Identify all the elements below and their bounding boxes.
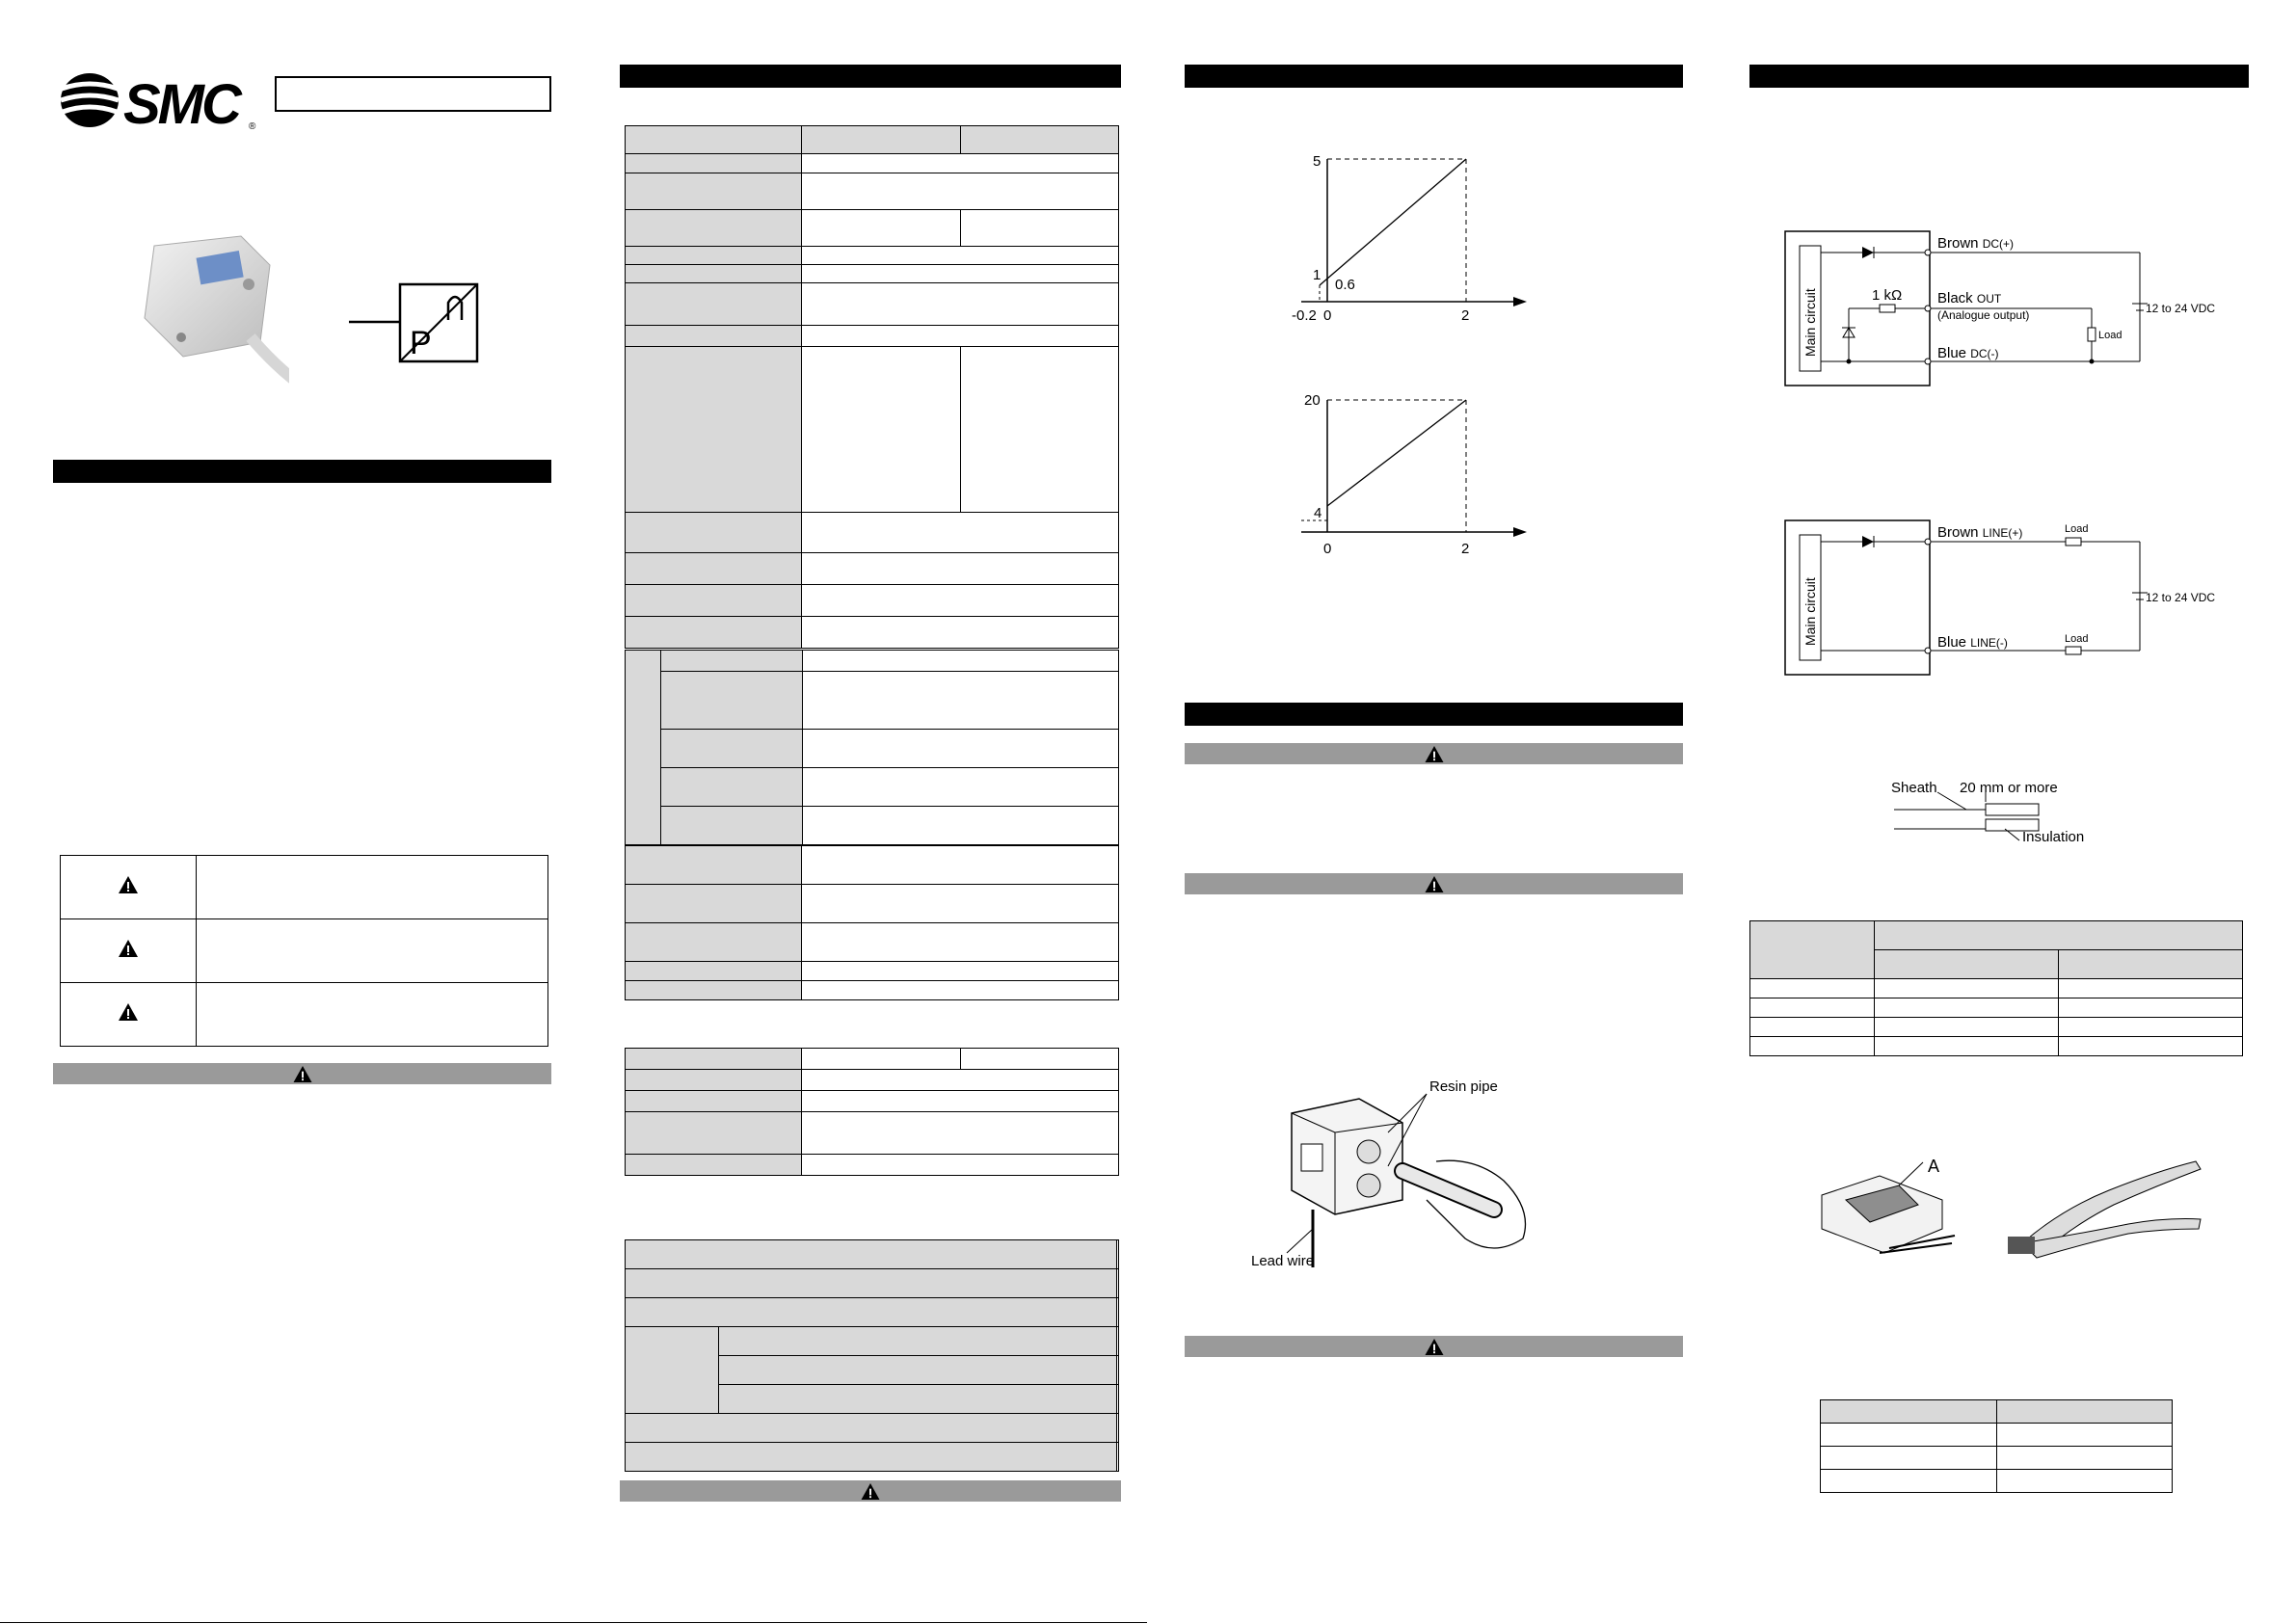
specification-table [625, 125, 1119, 649]
crimp-tool-figure [2003, 1152, 2205, 1267]
x-tick: 2 [1461, 307, 1469, 324]
environment-subtable [625, 650, 1119, 845]
warning-icon [861, 1482, 880, 1501]
load-label: Load [2065, 633, 2089, 645]
svg-text:SMC: SMC [123, 73, 243, 131]
warning-icon [293, 1065, 311, 1083]
load-label: Load [2098, 330, 2122, 341]
wire-brown-label: Brown DC(+) [1937, 235, 2015, 252]
wire-black-label: Black OUT [1937, 290, 2002, 306]
piping-illustration [1243, 1065, 1562, 1277]
document-number-box [275, 76, 551, 112]
warning-icon [60, 982, 197, 1047]
wire-strip-figure [1889, 781, 2111, 848]
section-header-bar [620, 65, 1121, 88]
circuit-diagram-voltage: Main circuit [1783, 222, 2227, 395]
warning-bar [1185, 873, 1683, 894]
applicable-table [1820, 1399, 2173, 1493]
x-tick: -0.2 [1292, 307, 1317, 324]
circuit-diagram-current: Main circuit [1783, 511, 2227, 684]
strip-length-label: 20 mm or more [1960, 780, 2058, 796]
wire-blue-label: Blue DC(-) [1937, 345, 1999, 361]
cable-spec-table [625, 1048, 1119, 1176]
svg-text:Main circuit: Main circuit [1802, 577, 1818, 646]
y-tick: 20 [1304, 392, 1321, 409]
section-header-bar [1185, 703, 1683, 726]
svg-text:®: ® [249, 121, 256, 131]
warning-icon [60, 918, 197, 983]
section-header-bar [1185, 65, 1683, 88]
svg-text:Main circuit: Main circuit [1802, 288, 1818, 357]
warning-icon [1425, 745, 1443, 763]
bottom-rule [0, 1622, 1147, 1623]
wire-brown-label: Brown LINE(+) [1937, 524, 2023, 541]
section-header-bar [1749, 65, 2249, 88]
safety-levels-table [60, 855, 548, 1047]
connector-figure [1812, 1157, 1957, 1263]
warning-icon [1425, 875, 1443, 893]
x-tick: 0 [1323, 541, 1331, 557]
resistor-label: 1 kΩ [1872, 287, 1903, 304]
y-tick: 4 [1314, 505, 1322, 521]
y-tick: 5 [1313, 153, 1321, 170]
supply-voltage-label: 12 to 24 VDC [2146, 302, 2216, 315]
point-label: 0.6 [1335, 277, 1355, 293]
wire-blue-label: Blue LINE(-) [1937, 634, 2008, 651]
wiring-table [1749, 920, 2243, 1056]
connector-a-label: A [1928, 1157, 1940, 1176]
warning-bar [53, 1063, 551, 1084]
warning-bar [620, 1480, 1121, 1502]
x-tick: 2 [1461, 541, 1469, 557]
output-graph-current: 20 4 0 2 [1282, 386, 1542, 569]
insulation-label: Insulation [2022, 829, 2085, 845]
specification-table-tail [625, 845, 1119, 1000]
supply-voltage-label: 12 to 24 VDC [2146, 591, 2216, 604]
section-header-bar [53, 460, 551, 483]
warning-icon [1425, 1338, 1443, 1356]
warning-bar [1185, 743, 1683, 764]
load-label: Load [2065, 523, 2089, 535]
pressure-sensor-symbol: P [347, 281, 482, 368]
piping-spec-table [625, 1239, 1120, 1472]
y-tick: 1 [1313, 267, 1321, 283]
output-graph-voltage: 5 1 0.6 -0.2 0 2 [1282, 145, 1542, 328]
lead-wire-label: Lead wire [1251, 1253, 1315, 1269]
product-image [116, 226, 312, 400]
sheath-label: Sheath [1891, 780, 1937, 796]
smc-logo: SMC ® [56, 66, 258, 136]
svg-text:P: P [410, 325, 432, 361]
analogue-output-label: (Analogue output) [1937, 308, 2030, 322]
x-tick: 0 [1323, 307, 1331, 324]
resin-pipe-label: Resin pipe [1429, 1078, 1498, 1095]
warning-icon [60, 855, 197, 919]
warning-bar [1185, 1336, 1683, 1357]
